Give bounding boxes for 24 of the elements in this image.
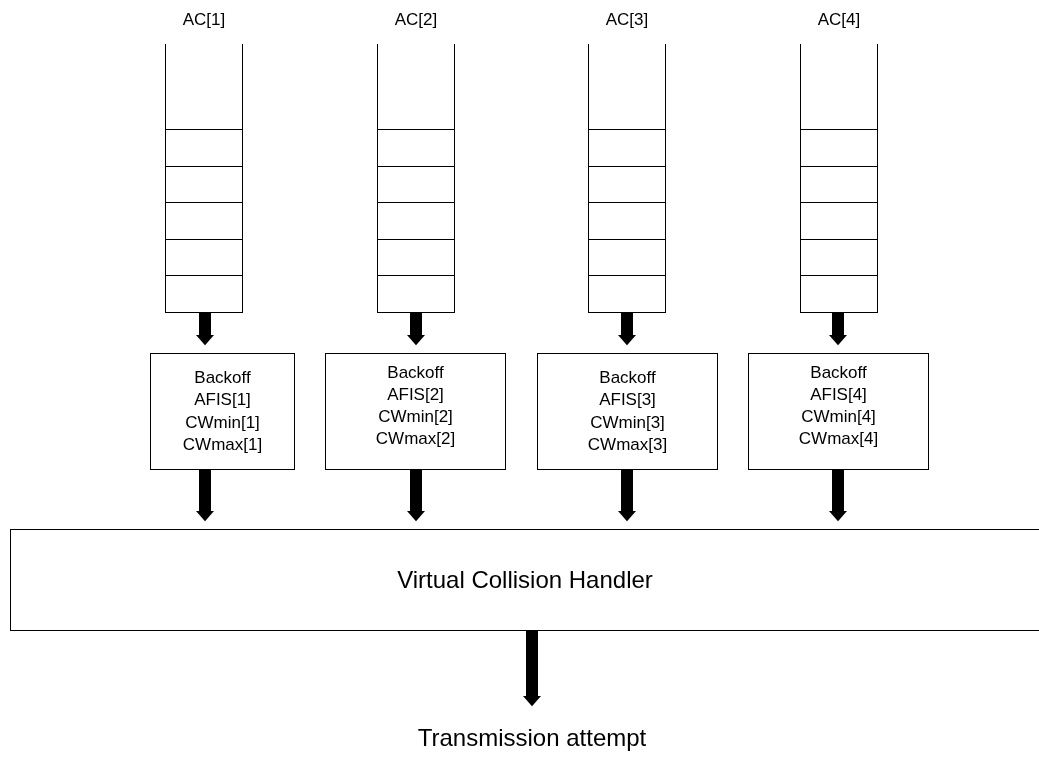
queue-label: AC[3] [604,10,650,30]
handler-box [10,529,1039,631]
backoff-parameters: Backoff AFIS[3] CWmin[3] CWmax[3] [586,367,669,456]
arrow [618,470,636,522]
backoff-box [325,353,506,470]
handler-title: Virtual Collision Handler [397,565,653,595]
arrow [196,313,214,346]
backoff-box [537,353,718,470]
arrow [407,313,425,346]
backoff-parameters: Backoff AFIS[4] CWmin[4] CWmax[4] [797,362,880,451]
backoff-parameters: Backoff AFIS[1] CWmin[1] CWmax[1] [181,367,264,456]
queue-label: AC[2] [393,10,439,30]
queue-label: AC[4] [816,10,862,30]
backoff-box [150,353,295,470]
output-text: Transmission attempt [417,723,647,753]
arrow [523,631,541,707]
arrow [829,470,847,522]
arrow [618,313,636,346]
arrow [407,470,425,522]
queue-label: AC[1] [181,10,227,30]
arrow [196,470,214,522]
arrow [829,313,847,346]
backoff-box [748,353,929,470]
backoff-parameters: Backoff AFIS[2] CWmin[2] CWmax[2] [374,362,457,451]
